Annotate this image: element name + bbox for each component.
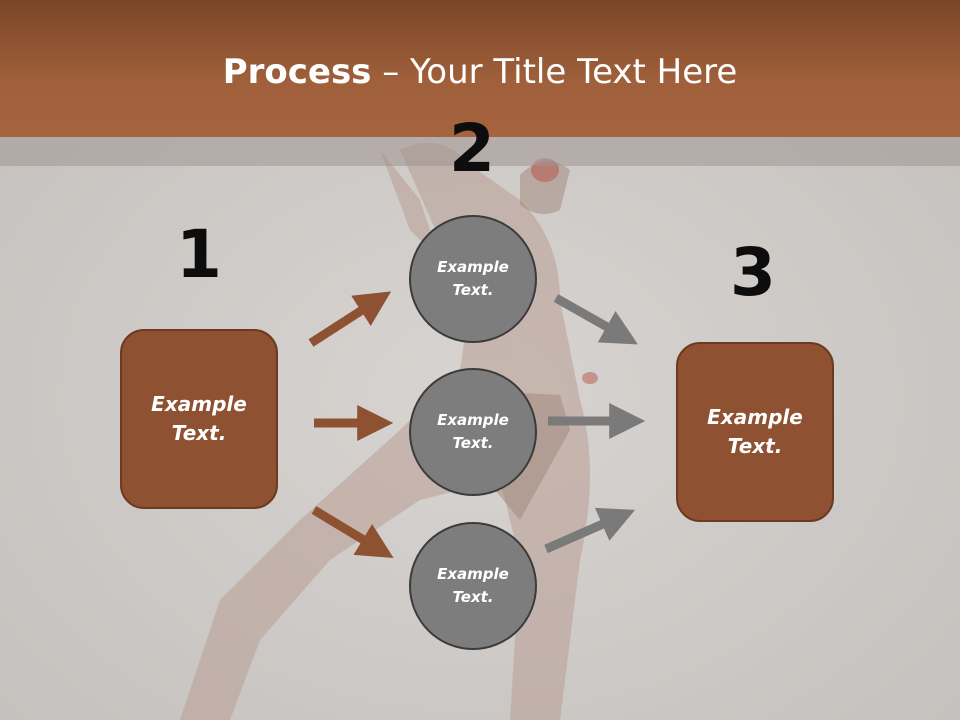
step-2-circle-3: Example Text. bbox=[409, 522, 537, 650]
step-3-box: Example Text. bbox=[676, 342, 834, 522]
step-1-box: Example Text. bbox=[120, 329, 278, 509]
title-banner bbox=[0, 0, 960, 137]
step-number-1: 1 bbox=[176, 216, 222, 293]
step-number-2: 2 bbox=[449, 110, 495, 187]
slide-title-rest: – Your Title Text Here bbox=[371, 52, 738, 92]
slide-title-bold: Process bbox=[222, 52, 372, 92]
circle-2-text: Example Text. bbox=[437, 411, 509, 452]
step-1-box-text: Example Text. bbox=[151, 392, 247, 445]
step-2-circle-2: Example Text. bbox=[409, 368, 537, 496]
slide-title: Process – Your Title Text Here bbox=[0, 52, 960, 92]
arrow-from-circle-1 bbox=[553, 294, 638, 345]
circle-1-text: Example Text. bbox=[437, 258, 509, 299]
circle-3-text: Example Text. bbox=[437, 565, 509, 606]
step-2-circle-1: Example Text. bbox=[409, 215, 537, 343]
step-3-box-text: Example Text. bbox=[707, 405, 803, 458]
step-number-3: 3 bbox=[730, 234, 776, 311]
arrow-from-circle-3 bbox=[544, 507, 636, 554]
title-banner-shadow bbox=[0, 137, 960, 166]
arrow-to-circle-1 bbox=[308, 291, 392, 347]
arrow-to-circle-3 bbox=[311, 506, 394, 559]
